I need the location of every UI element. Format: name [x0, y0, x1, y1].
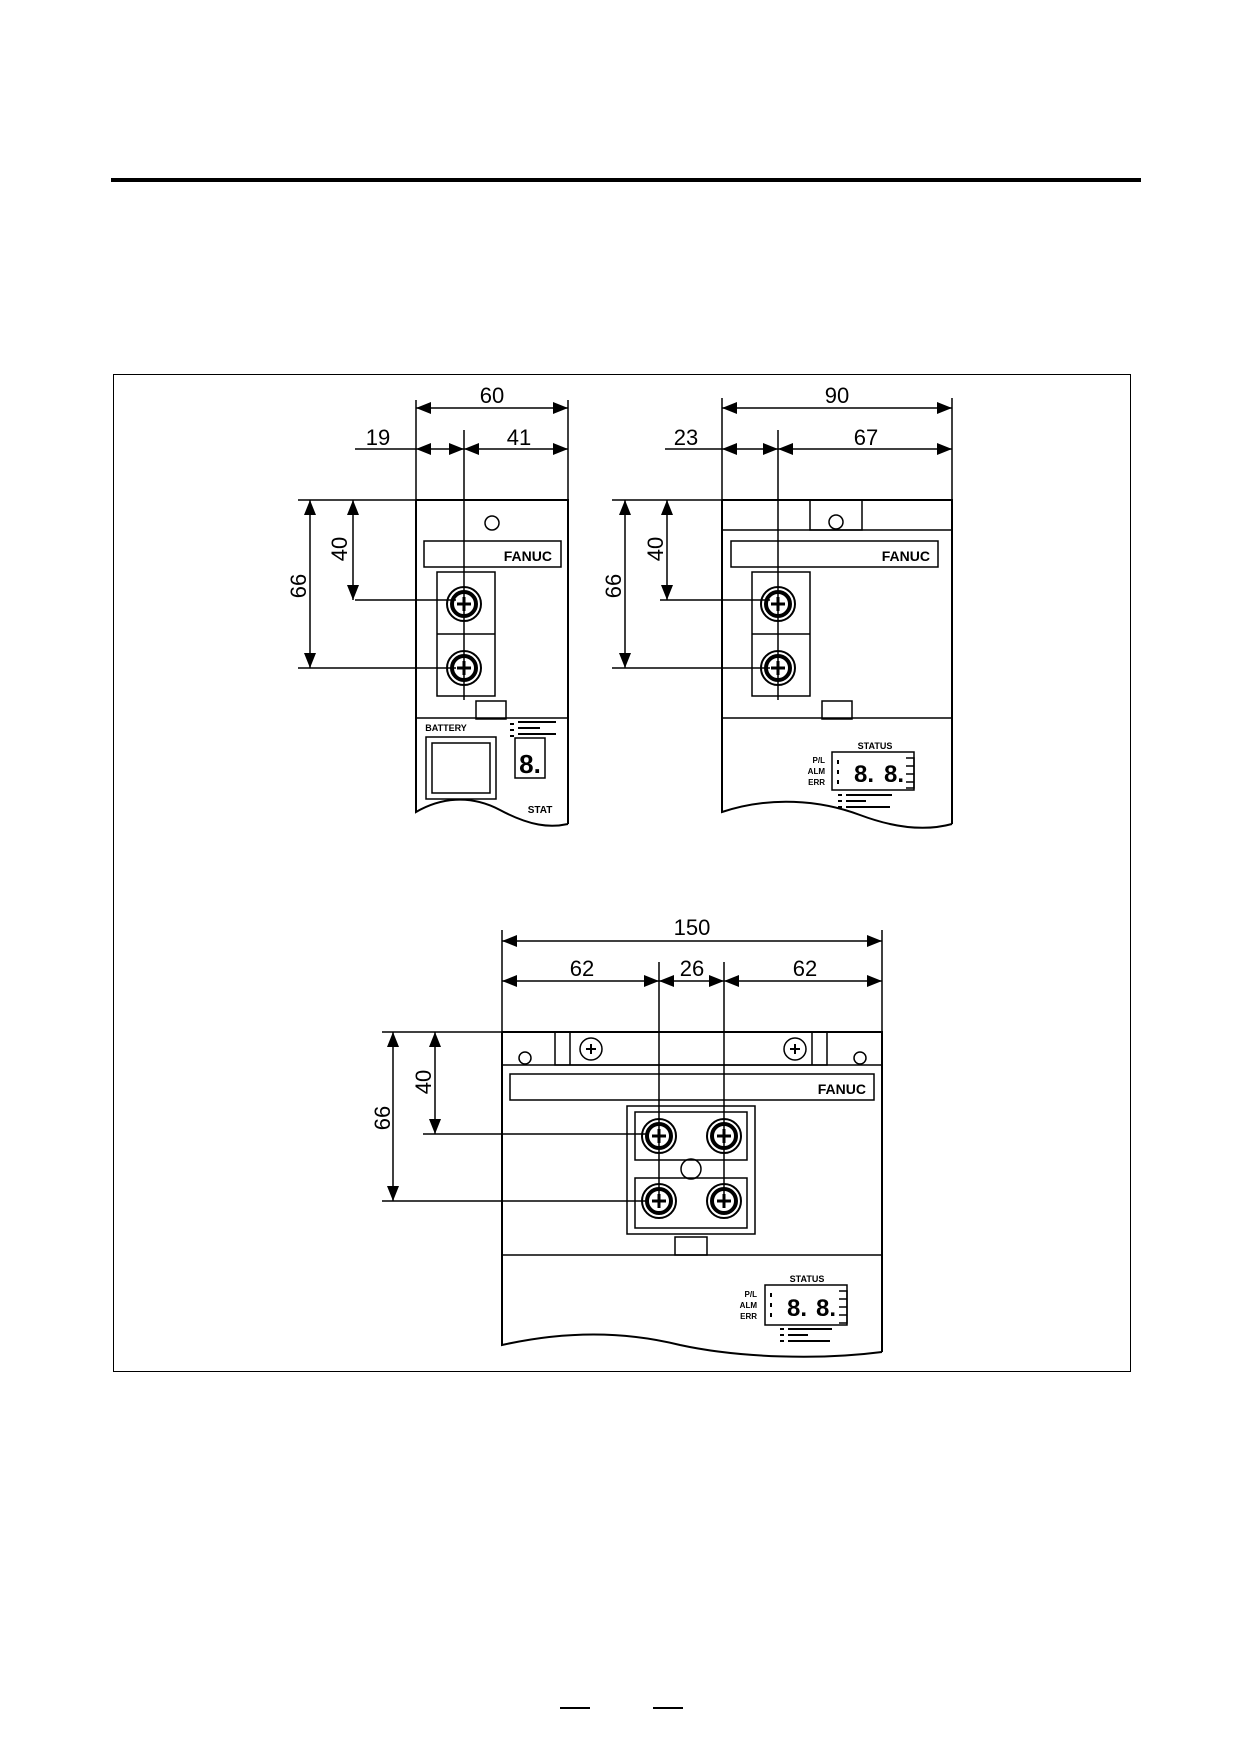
unit3-indicator-pl: P/L [745, 1290, 758, 1299]
unit2-lower-screw [759, 649, 797, 687]
unit3-width-label: 150 [674, 915, 711, 940]
figure-frame [113, 374, 1131, 1372]
page-mark-left [560, 1707, 590, 1709]
unit2-status-title: STATUS [858, 741, 893, 751]
unit3-led-digit-2: 8. [816, 1295, 836, 1322]
page-mark-right [653, 1707, 683, 1709]
unit2-led-digit-2: 8. [884, 761, 904, 788]
unit2-height-total-label: 66 [601, 574, 626, 598]
unit3-screw-top-left [640, 1117, 678, 1155]
page-number-marks [560, 1707, 690, 1710]
unit2-upper-screw [759, 585, 797, 623]
unit3-screw-bottom-right [705, 1182, 743, 1220]
unit1-height-total-label: 66 [286, 574, 311, 598]
top-rule [111, 178, 1141, 182]
unit1-width-label: 60 [480, 383, 504, 408]
unit1-brand: FANUC [504, 548, 552, 564]
unit3-mount-screw-left [579, 1037, 603, 1061]
unit2-led-digit-1: 8. [854, 761, 874, 788]
unit2-drawing: 90 23 67 66 40 FANUC STATUS P/L ALM ERR … [601, 383, 953, 829]
unit1-height-upper-label: 40 [327, 537, 352, 561]
unit2-indicator-alm: ALM [808, 767, 826, 776]
unit2-indicator-err: ERR [808, 778, 825, 787]
unit2-height-upper-label: 40 [643, 537, 668, 561]
unit3-mount-screw-right [783, 1037, 807, 1061]
unit3-led-digit-1: 8. [787, 1295, 807, 1322]
unit1-lower-screw [445, 649, 483, 687]
unit1-upper-screw [445, 585, 483, 623]
unit1-drawing: 60 19 41 66 40 FANUC BATTERY 8. STAT [286, 383, 569, 827]
unit3-segment-left-label: 62 [570, 956, 594, 981]
unit3-segment-right-label: 62 [793, 956, 817, 981]
unit3-indicator-alm: ALM [740, 1301, 758, 1310]
unit2-left-offset-label: 23 [674, 425, 698, 450]
unit3-status-title: STATUS [790, 1274, 825, 1284]
unit1-battery-label: BATTERY [425, 723, 467, 733]
unit2-brand: FANUC [882, 548, 930, 564]
unit3-brand: FANUC [818, 1081, 866, 1097]
unit2-indicator-pl: P/L [813, 756, 826, 765]
unit2-width-label: 90 [825, 383, 849, 408]
unit3-drawing: 150 62 26 62 66 40 FANUC [370, 915, 883, 1358]
unit1-left-offset-label: 19 [366, 425, 390, 450]
unit1-right-offset-label: 41 [507, 425, 531, 450]
unit3-height-upper-label: 40 [411, 1070, 436, 1094]
unit1-status-label: STAT [528, 805, 553, 816]
unit3-segment-middle-label: 26 [680, 956, 704, 981]
unit3-screw-bottom-left [640, 1182, 678, 1220]
unit3-indicator-err: ERR [740, 1312, 757, 1321]
unit2-right-offset-label: 67 [854, 425, 878, 450]
unit3-screw-top-right [705, 1117, 743, 1155]
unit3-height-total-label: 66 [370, 1106, 395, 1130]
unit1-led-display: 8. [519, 749, 541, 779]
